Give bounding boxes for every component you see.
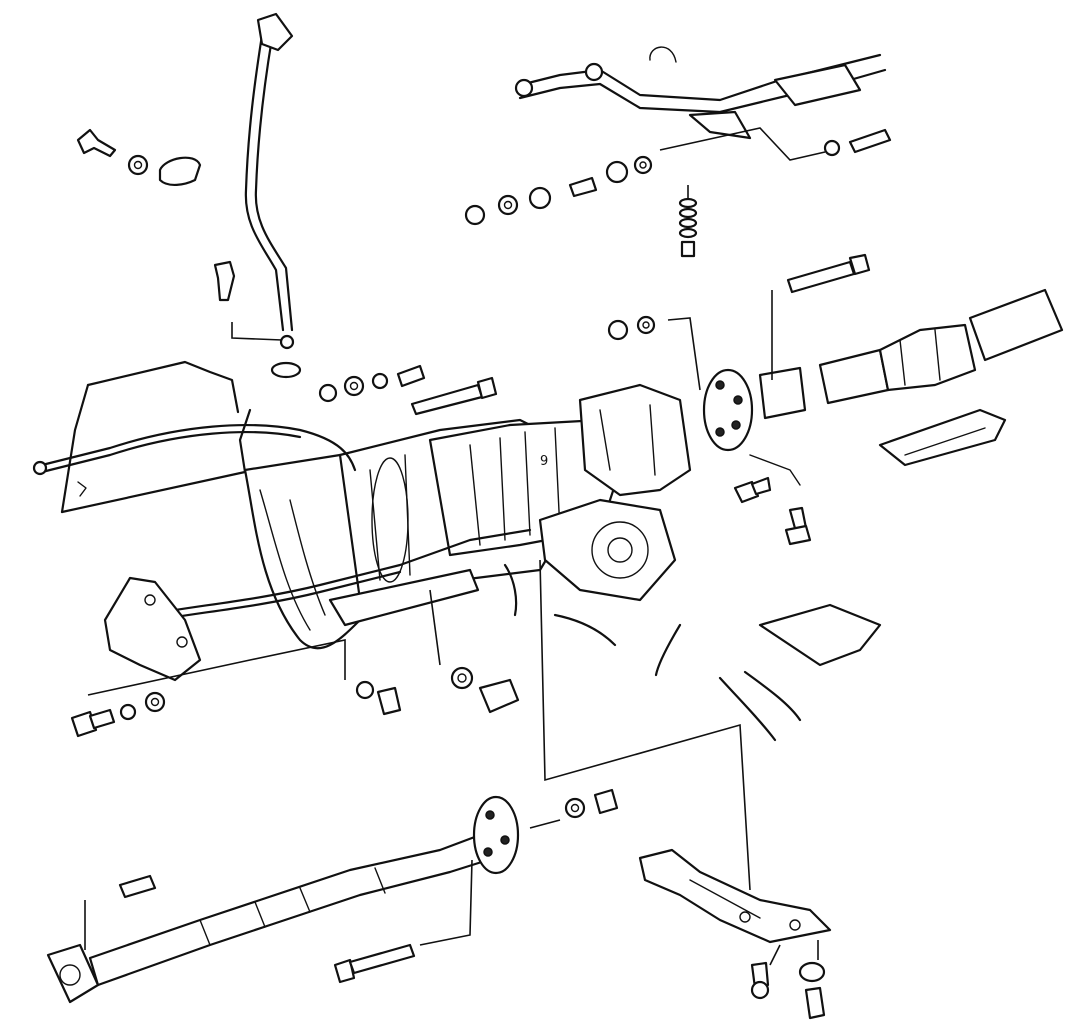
leader-lines [84, 127, 826, 966]
dipstick-tube [244, 12, 302, 379]
heat-shield [878, 408, 1007, 467]
shift-cable [32, 424, 357, 497]
transmission-crossmember [638, 848, 832, 944]
reference-mark: 9 [540, 454, 548, 469]
engine-mount-bracket [103, 576, 202, 682]
fasteners [70, 128, 892, 1020]
front-propeller-shaft [702, 288, 1064, 452]
skid-plate [758, 603, 882, 667]
transfer-case [538, 383, 692, 602]
hoses [503, 563, 802, 742]
exhaust-pipe [514, 46, 887, 140]
rear-propeller-shaft [46, 795, 520, 1004]
